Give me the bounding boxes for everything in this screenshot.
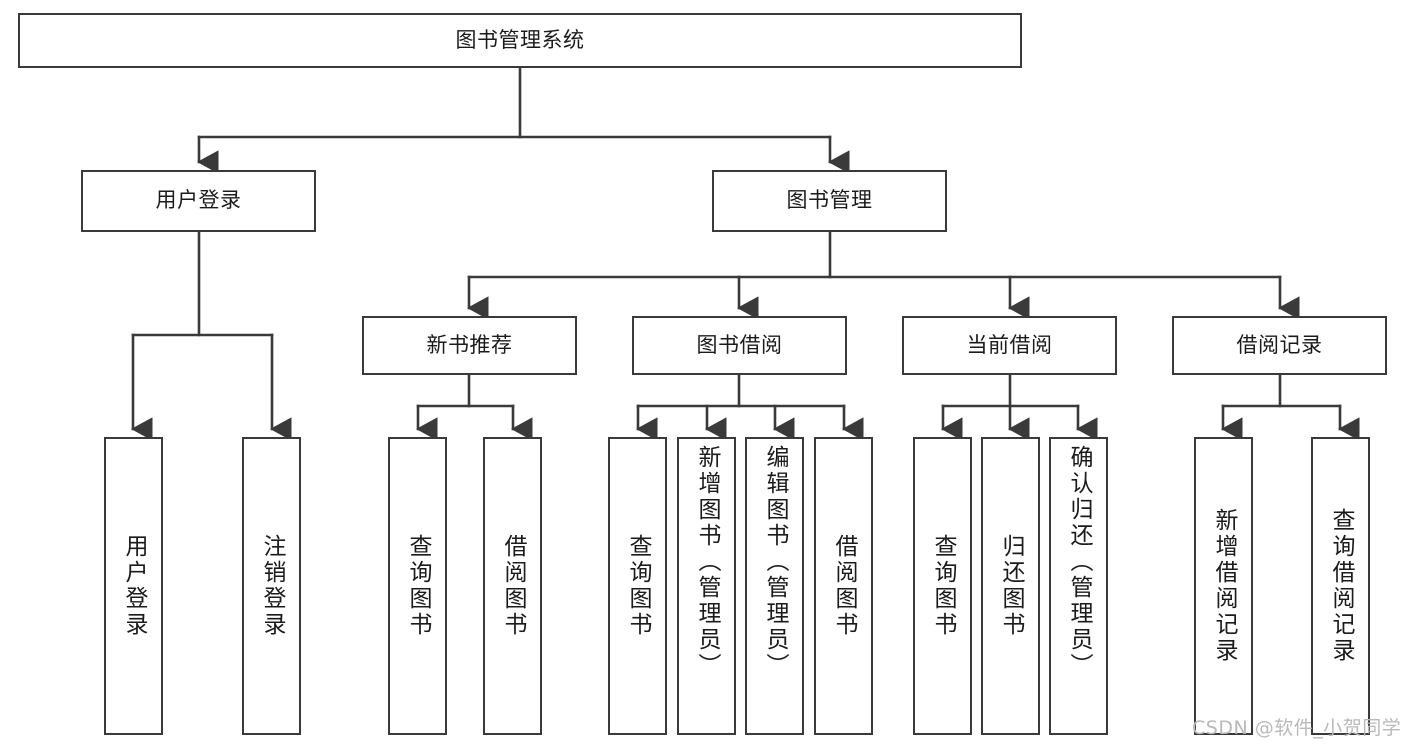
node-leaf-borrow-book-1[interactable]: 借阅图书	[483, 437, 542, 735]
node-label: 查询图书	[930, 534, 956, 638]
node-leaf-confirm-return[interactable]: 确认归还（管理员）	[1049, 437, 1108, 735]
node-leaf-user-login[interactable]: 用户登录	[104, 437, 163, 735]
node-label: 借阅图书	[831, 534, 857, 638]
node-label: 查询图书	[405, 534, 431, 638]
node-label: 查询借阅记录	[1328, 508, 1354, 664]
node-new-book-rec[interactable]: 新书推荐	[362, 316, 577, 375]
node-label: 图书管理系统	[455, 27, 585, 52]
node-leaf-add-book[interactable]: 新增图书（管理员）	[677, 437, 736, 735]
node-user-login[interactable]: 用户登录	[81, 170, 316, 232]
node-leaf-borrow-book-2[interactable]: 借阅图书	[814, 437, 873, 735]
node-label: 用户登录	[121, 534, 147, 638]
node-leaf-add-record[interactable]: 新增借阅记录	[1194, 437, 1253, 735]
node-root-system[interactable]: 图书管理系统	[18, 13, 1022, 68]
node-label: 新增图书（管理员）	[694, 445, 720, 679]
node-label: 用户登录	[155, 188, 242, 213]
node-label: 当前借阅	[966, 332, 1053, 357]
node-label: 归还图书	[998, 534, 1024, 638]
node-label: 确认归还（管理员）	[1066, 445, 1092, 679]
node-leaf-query-record[interactable]: 查询借阅记录	[1311, 437, 1370, 735]
node-label: 查询图书	[625, 534, 651, 638]
node-label: 图书借阅	[696, 332, 783, 357]
node-label: 新增借阅记录	[1211, 508, 1237, 664]
node-current-borrow[interactable]: 当前借阅	[902, 316, 1117, 375]
node-label: 借阅记录	[1236, 332, 1323, 357]
node-book-borrow[interactable]: 图书借阅	[632, 316, 847, 375]
node-label: 借阅图书	[500, 534, 526, 638]
node-label: 编辑图书（管理员）	[762, 445, 788, 679]
node-leaf-query-book-3[interactable]: 查询图书	[913, 437, 972, 735]
node-label: 图书管理	[786, 188, 873, 213]
node-leaf-query-book-2[interactable]: 查询图书	[608, 437, 667, 735]
node-book-manage[interactable]: 图书管理	[712, 170, 947, 232]
node-leaf-edit-book[interactable]: 编辑图书（管理员）	[745, 437, 804, 735]
node-leaf-query-book-1[interactable]: 查询图书	[388, 437, 447, 735]
node-leaf-logout[interactable]: 注销登录	[242, 437, 301, 735]
node-label: 新书推荐	[426, 332, 513, 357]
node-borrow-record[interactable]: 借阅记录	[1172, 316, 1387, 375]
node-label: 注销登录	[259, 534, 285, 638]
node-leaf-return-book[interactable]: 归还图书	[981, 437, 1040, 735]
csdn-watermark: CSDN @软件_小贺同学	[1192, 717, 1402, 739]
